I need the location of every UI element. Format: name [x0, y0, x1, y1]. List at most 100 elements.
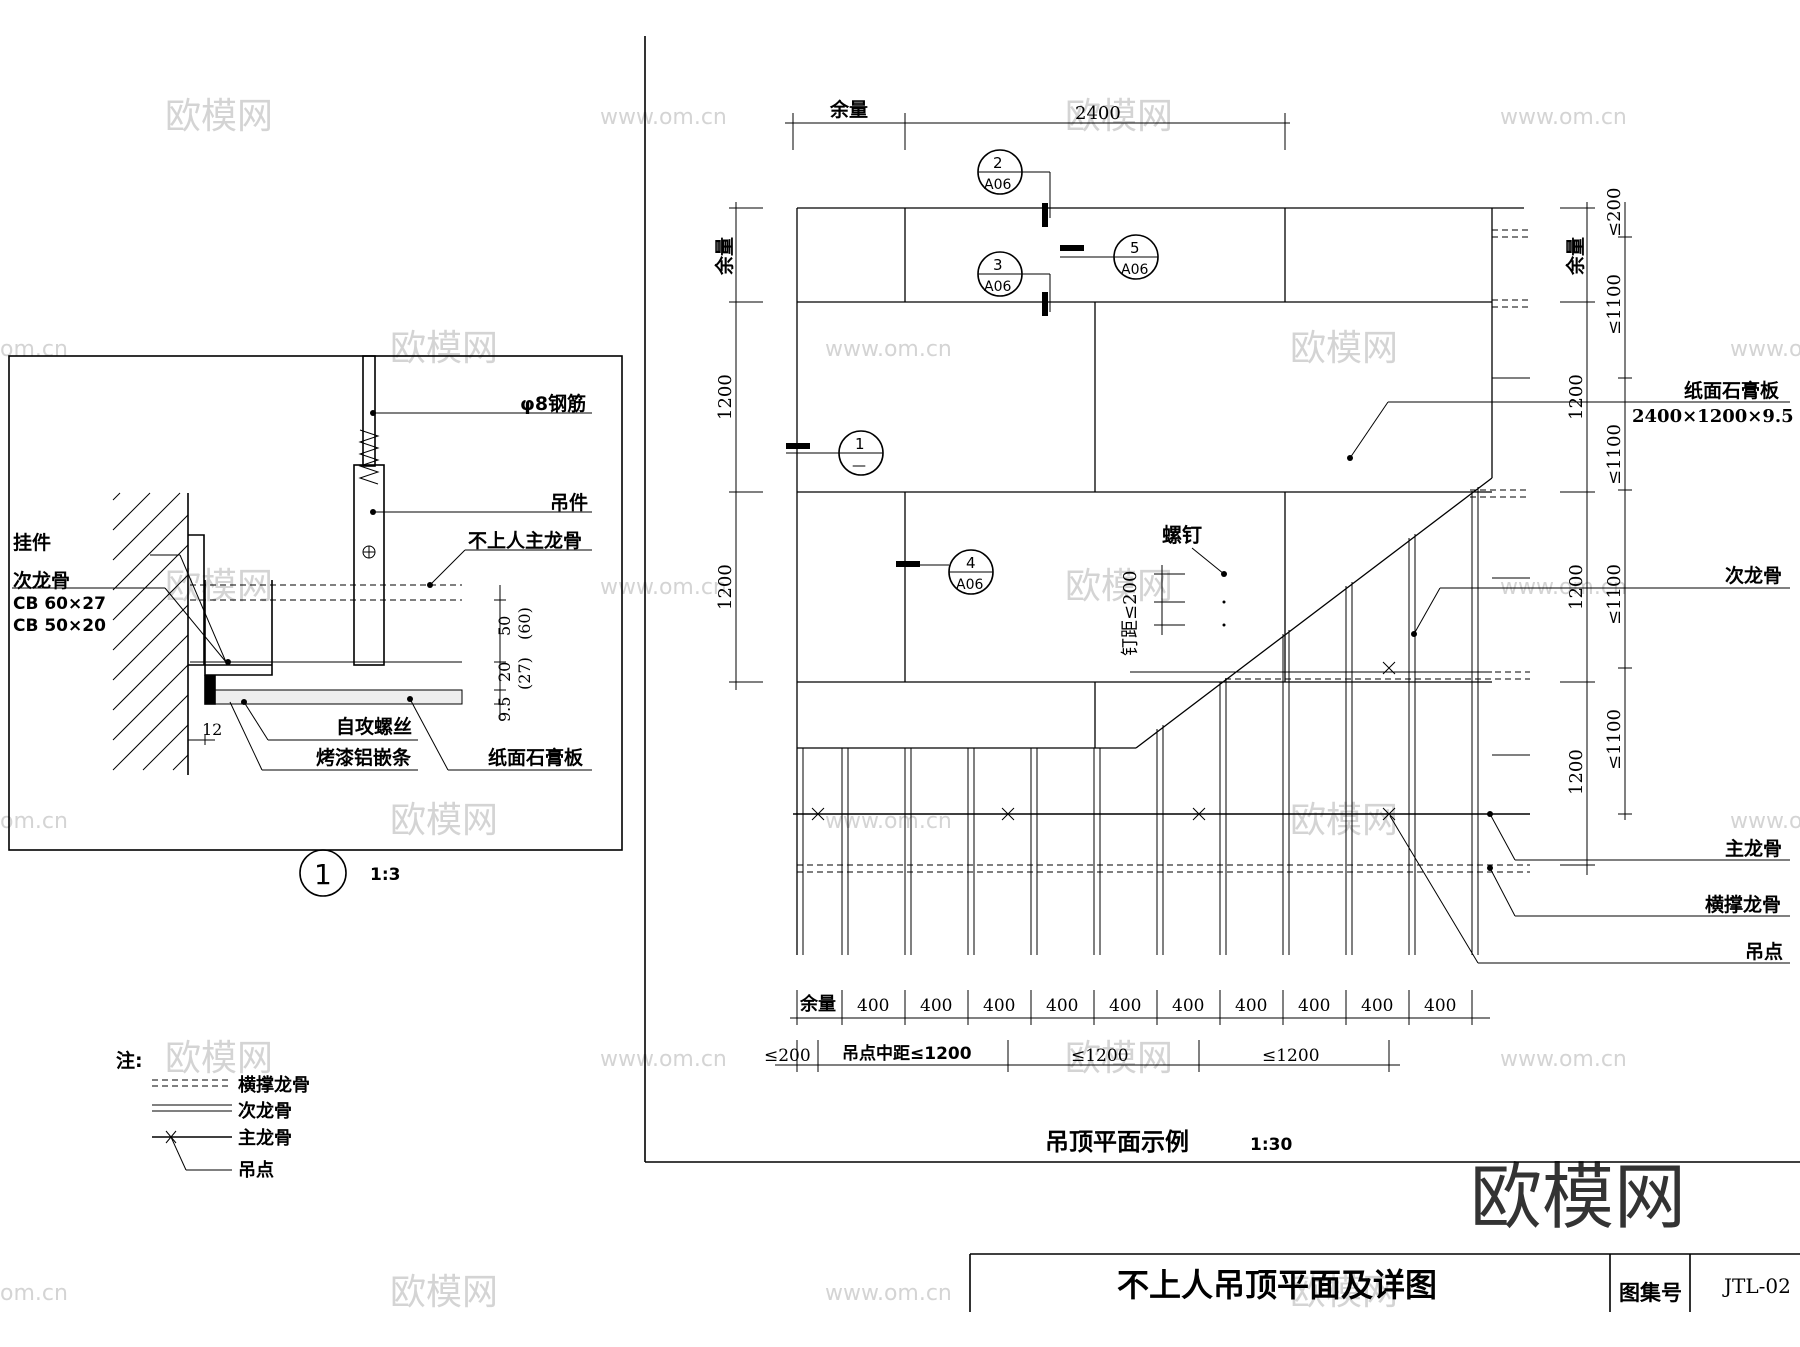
watermark-brand: 欧模网: [165, 566, 273, 607]
svg-text:5: 5: [1130, 239, 1140, 257]
title-block: 不上人吊顶平面及详图 图集号 JTL-02: [969, 1253, 1800, 1312]
watermark-logo: 欧模网: [1470, 1155, 1686, 1239]
bottom-dim-400: 400: [1424, 996, 1456, 1016]
right-dim-1200: 1200: [1566, 374, 1587, 420]
main-keel-label: 主龙骨: [1725, 837, 1782, 860]
bottom-dim-400: 400: [1361, 996, 1393, 1016]
dim-27: (27): [515, 657, 534, 690]
watermark-brand: 欧模网: [1065, 566, 1173, 607]
callout-3: 3 A06: [977, 251, 1051, 316]
ceiling-plan: 螺钉 钉距≤200 2 A06 5 A06 3 A06: [644, 36, 1800, 1163]
watermark-brand: 欧模网: [1065, 96, 1173, 137]
bottom-dim-400: 400: [857, 996, 889, 1016]
bottom-dimension-row-1: [790, 990, 1490, 1025]
svg-text:4: 4: [966, 554, 976, 572]
detail-number-circle: [299, 849, 347, 897]
trim-label: 烤漆铝嵌条: [316, 746, 412, 769]
bottom-dim-400: 400: [1109, 996, 1141, 1016]
watermark-site: om.cn: [0, 1281, 68, 1306]
watermark-brand: 欧模网: [1290, 1272, 1398, 1313]
screw-spacing-label: 钉距≤200: [1120, 571, 1141, 656]
watermark-site: www.om.cn: [1500, 105, 1627, 130]
bottom-dim-400: 400: [983, 996, 1015, 1016]
atlas-number: JTL-02: [1722, 1274, 1791, 1298]
right-dim-1100: ≤1100: [1604, 274, 1625, 335]
bottom-dimension-row-2: [775, 1040, 1400, 1072]
watermark-site: www.om.cn: [825, 809, 952, 834]
watermark-site: www.om.cn: [600, 1047, 727, 1072]
watermark-site: www.om.cn: [600, 105, 727, 130]
legend-hang-point: 吊点: [238, 1159, 274, 1181]
board-spec-label: 2400×1200×9.5: [1632, 406, 1794, 427]
detail-scale: 1:3: [370, 865, 400, 885]
hang-points: [811, 661, 1396, 821]
watermark-brand: 欧模网: [390, 800, 498, 841]
detail-number: 1: [314, 858, 332, 891]
bottom-dim-hang-spacing: 吊点中距≤1200: [842, 1043, 972, 1064]
right-dim-1200: 1200: [1566, 749, 1587, 795]
sub-keel-spec-1: CB 60×27: [13, 594, 106, 614]
watermark-brand: 欧模网: [1065, 1038, 1173, 1079]
watermark-site: www.om.cn: [825, 337, 952, 362]
legend-cross-keel: 横撑龙骨: [238, 1074, 310, 1096]
right-dim-1100: ≤1100: [1604, 564, 1625, 625]
watermark-site: www.om.cn: [1730, 337, 1800, 362]
bottom-dim-400: 400: [920, 996, 952, 1016]
watermark-site: www.om.cn: [1500, 1047, 1627, 1072]
section-detail: φ8钢筋 吊件 不上人主龙骨 挂件 次龙骨 CB 60×27 CB 50×20 …: [8, 355, 623, 897]
watermark-site: www.om.cn: [825, 1281, 952, 1306]
bottom-dim-400: 400: [1298, 996, 1330, 1016]
dim-9-5: 9.5: [495, 697, 514, 722]
callout-1: 1 —: [786, 430, 884, 476]
legend: 注: 横撑龙骨 次龙骨 主龙骨 吊点: [116, 1049, 310, 1181]
thread: [358, 429, 380, 485]
sub-keel-label: 次龙骨: [1725, 564, 1782, 587]
bottom-dim-200: ≤200: [764, 1046, 811, 1066]
sub-keel-profile: [204, 580, 273, 676]
watermark-site: www.om.cn: [1730, 809, 1800, 834]
wall-hatch: [112, 492, 189, 775]
right-dim-allowance: 余量: [1564, 237, 1587, 276]
bottom-dim-1200: ≤1200: [1262, 1046, 1320, 1066]
sheet-title: 不上人吊顶平面及详图: [1117, 1266, 1437, 1304]
bottom-dim-400: 400: [1046, 996, 1078, 1016]
pendant-label: 挂件: [13, 531, 51, 554]
right-dim-1100: ≤1100: [1604, 709, 1625, 770]
right-dimension: [1560, 202, 1632, 875]
right-dim-1100: ≤1100: [1604, 424, 1625, 485]
svg-text:A06: A06: [984, 177, 1011, 193]
svg-text:3: 3: [993, 256, 1003, 274]
watermark-brand: 欧模网: [1290, 800, 1398, 841]
watermark-brand: 欧模网: [390, 1272, 498, 1313]
svg-text:—: —: [852, 458, 866, 474]
callout-2: 2 A06: [977, 149, 1051, 227]
watermark-brand: 欧模网: [165, 96, 273, 137]
top-dimension: [785, 113, 1290, 150]
svg-text:A06: A06: [1121, 262, 1148, 278]
screw-label: 螺钉: [1162, 523, 1202, 547]
board-label: 纸面石膏板: [488, 746, 584, 769]
left-dim-allowance: 余量: [713, 237, 736, 276]
left-dimension: [729, 202, 763, 690]
bottom-dim-400: 400: [1235, 996, 1267, 1016]
board-label: 纸面石膏板: [1684, 379, 1780, 402]
sub-keel-spec-2: CB 50×20: [13, 616, 106, 636]
left-dim-1200: 1200: [715, 374, 736, 420]
svg-text:2: 2: [993, 154, 1003, 172]
plan-caption: 吊顶平面示例: [1045, 1128, 1189, 1156]
right-dim-1200: 1200: [1566, 564, 1587, 610]
hanger-label: 吊件: [550, 491, 588, 514]
bottom-dim-400: 400: [1172, 996, 1204, 1016]
watermark-site: om.cn: [0, 809, 68, 834]
top-dim-allowance: 余量: [829, 98, 868, 121]
aluminum-trim: [204, 675, 216, 705]
svg-text:A06: A06: [956, 577, 983, 593]
dim-12: 12: [202, 720, 222, 739]
right-dim-200: ≤200: [1604, 188, 1625, 237]
main-keel-label: 不上人主龙骨: [468, 529, 582, 552]
left-dim-1200: 1200: [715, 564, 736, 610]
watermark-site: om.cn: [0, 337, 68, 362]
bottom-dim-1200: ≤1200: [1071, 1046, 1129, 1066]
screw-label: 自攻螺丝: [336, 715, 412, 738]
dim-50: 50: [495, 616, 514, 636]
